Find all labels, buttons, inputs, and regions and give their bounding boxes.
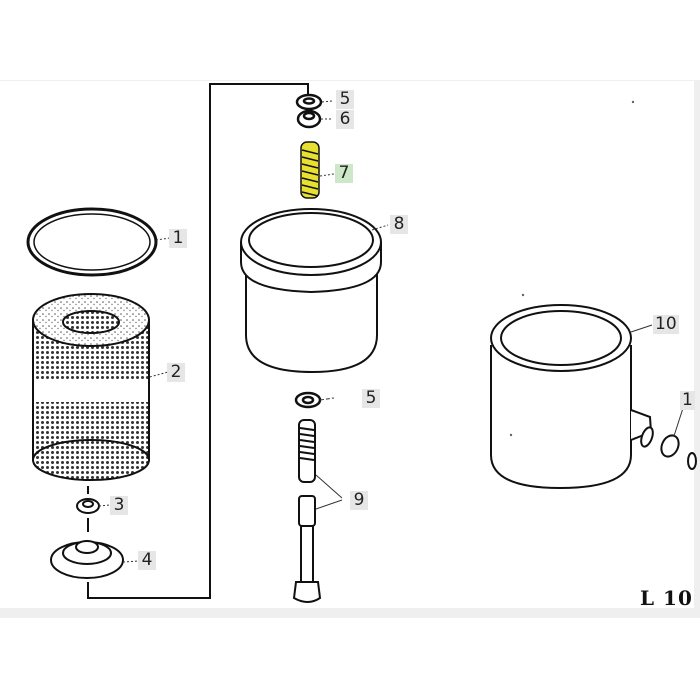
spring-seat-drawing: [296, 109, 322, 129]
washer-bottom-drawing: [294, 391, 322, 409]
callout-10[interactable]: 10: [653, 314, 679, 334]
center-bolt-drawing: [292, 419, 322, 603]
washer-top-drawing: [295, 93, 323, 111]
callout-6[interactable]: 6: [336, 110, 354, 129]
spring-drawing: [300, 141, 320, 199]
assembly-bracket: [87, 83, 309, 599]
callout-8[interactable]: 8: [390, 215, 408, 234]
callout-7[interactable]: 7: [335, 164, 353, 183]
callout-1[interactable]: 1: [169, 229, 187, 248]
filter-element-drawing: [32, 293, 150, 481]
seal-washer-drawing: [76, 498, 100, 514]
sealing-ring-drawing: [26, 207, 158, 277]
base-plate-drawing: [50, 540, 124, 579]
callout-9[interactable]: 9: [350, 491, 368, 510]
bottom-edge: [0, 608, 700, 618]
callout-11-partial[interactable]: 1: [680, 390, 695, 410]
callout-3[interactable]: 3: [110, 496, 128, 515]
sheet-identifier: L 10: [640, 586, 693, 610]
filter-housing-drawing: [490, 304, 697, 490]
filter-bowl-drawing: [240, 208, 382, 374]
scrollbar-edge: [694, 80, 700, 618]
callout-2[interactable]: 2: [167, 363, 185, 382]
callout-5-top[interactable]: 5: [336, 90, 354, 109]
callout-5-bottom[interactable]: 5: [362, 389, 380, 408]
callout-4[interactable]: 4: [138, 551, 156, 570]
